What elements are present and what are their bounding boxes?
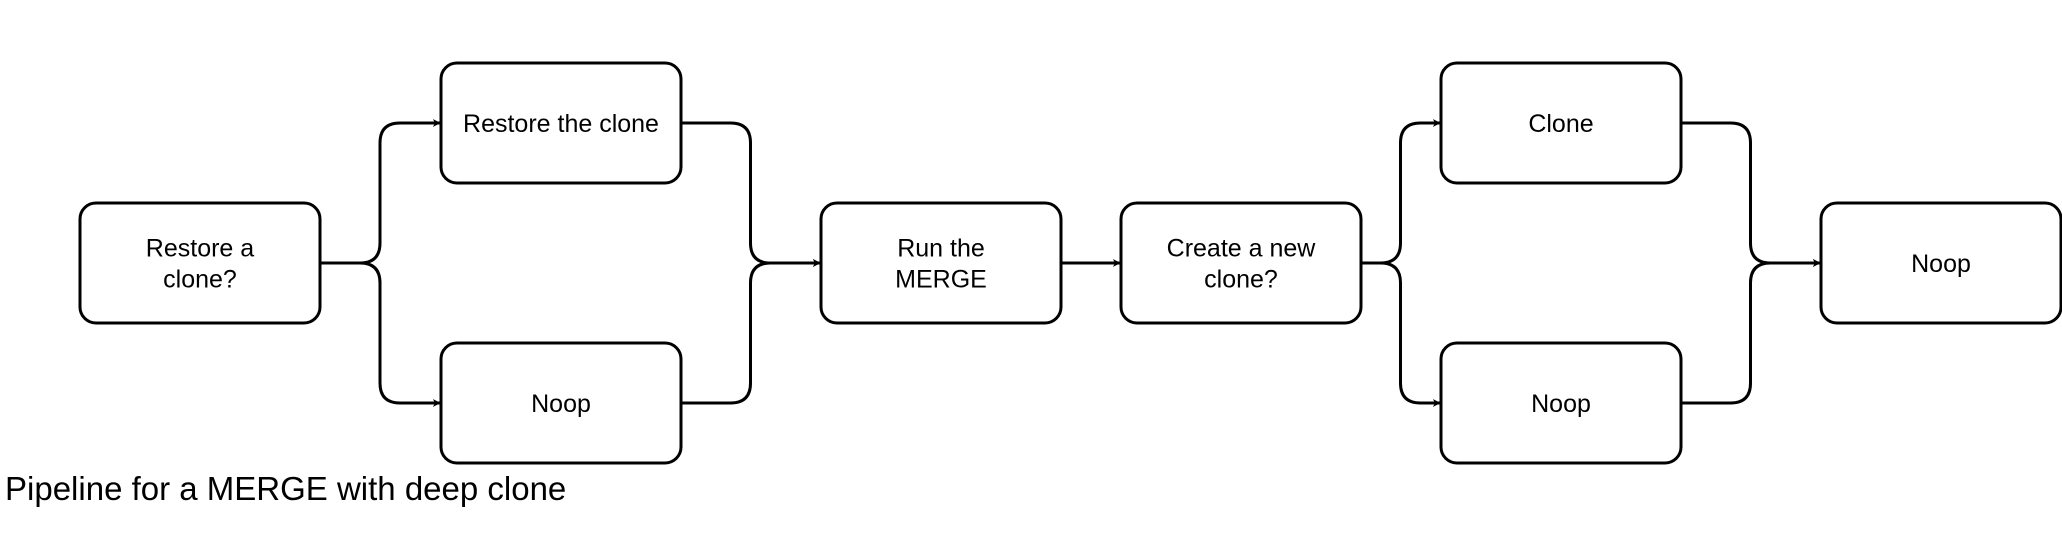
node-label: Noop <box>1531 390 1591 418</box>
edge-create-question-to-noop-2 <box>1361 261 1441 407</box>
node-noop-1: Noop <box>439 341 683 465</box>
edge-restore-question-to-noop-1 <box>320 261 441 407</box>
edge-noop-1-to-run-merge <box>681 259 821 405</box>
node-label: Clone <box>1528 110 1593 138</box>
node-box <box>1439 341 1683 465</box>
node-noop-3: Noop <box>1819 201 2062 325</box>
node-label-line: Noop <box>531 390 591 418</box>
node-box <box>78 201 322 325</box>
node-box <box>439 341 683 465</box>
node-box <box>1119 201 1363 325</box>
node-label-line: Clone <box>1528 110 1593 138</box>
node-label: Noop <box>531 390 591 418</box>
edge-noop-2-to-noop-3 <box>1681 259 1821 405</box>
node-label-line: Noop <box>1531 390 1591 418</box>
node-box <box>1819 201 2062 325</box>
node-label: Noop <box>1911 250 1971 278</box>
node-label: Create a new clone? <box>1167 235 1317 294</box>
node-label-line: Run the <box>897 235 985 263</box>
node-label-line: Restore the clone <box>463 110 659 138</box>
node-label-line: clone? <box>163 266 237 294</box>
node-box <box>1439 61 1683 185</box>
edge-restore-question-to-restore-clone <box>320 119 441 265</box>
node-label-line: Restore a <box>146 235 254 263</box>
node-label-line: clone? <box>1204 266 1278 294</box>
node-box <box>439 61 683 185</box>
diagram-caption: Pipeline for a MERGE with deep clone <box>5 470 567 507</box>
node-create-question: Create a new clone? <box>1119 201 1363 325</box>
edge-restore-clone-to-run-merge <box>681 121 821 267</box>
node-label: Restore the clone <box>463 110 659 138</box>
edge-clone-to-noop-3 <box>1681 121 1821 267</box>
edges-layer <box>320 119 1821 407</box>
node-label: Restore a clone? <box>146 235 254 294</box>
node-restore-question: Restore a clone? <box>78 201 322 325</box>
node-box <box>819 201 1063 325</box>
node-clone: Clone <box>1439 61 1683 185</box>
node-label-line: Create a new <box>1167 235 1317 263</box>
node-label-line: MERGE <box>895 266 987 294</box>
node-noop-2: Noop <box>1439 341 1683 465</box>
node-label-line: Noop <box>1911 250 1971 278</box>
edge-create-question-to-clone <box>1361 119 1441 265</box>
node-restore-clone: Restore the clone <box>439 61 683 185</box>
